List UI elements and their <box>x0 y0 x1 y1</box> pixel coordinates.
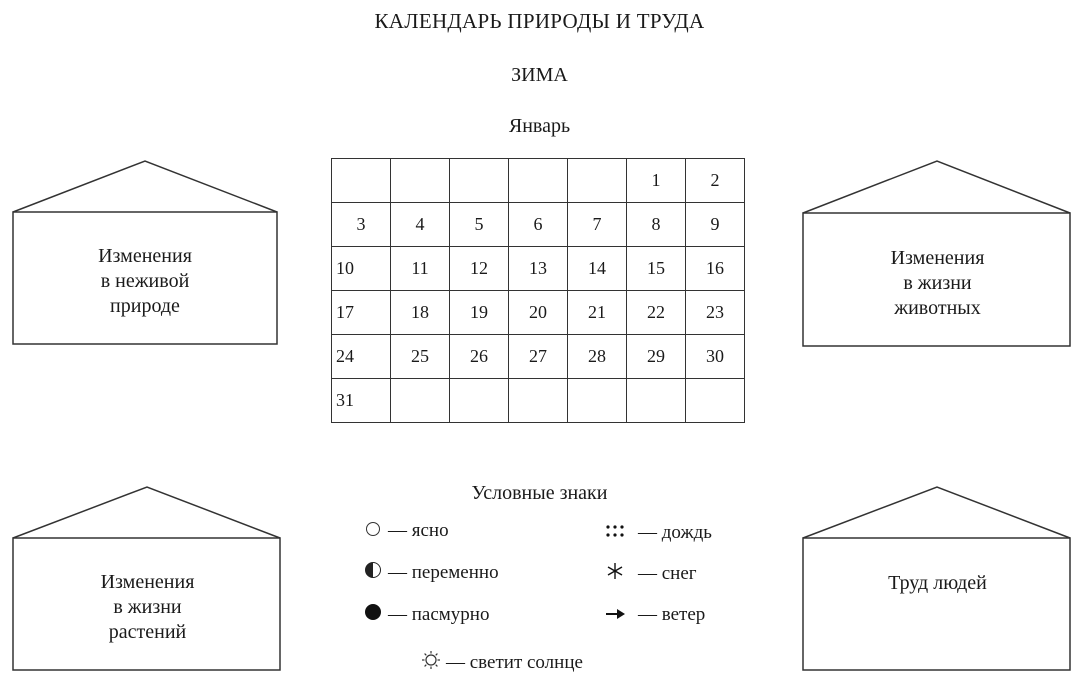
calendar-day-cell: 23 <box>685 290 745 335</box>
calendar-day-cell: 2 <box>685 158 745 203</box>
calendar-week-row: 31 <box>331 378 745 423</box>
calendar-day-cell <box>626 378 686 423</box>
calendar-day-cell <box>449 378 509 423</box>
calendar-day-cell: 14 <box>567 246 627 291</box>
legend-label: — снег <box>638 563 697 584</box>
calendar-day-cell <box>390 378 450 423</box>
calendar-day-cell: 20 <box>508 290 568 335</box>
calendar-day-cell: 3 <box>331 202 391 247</box>
house-label: Изменения в неживой природе <box>98 245 192 317</box>
sun-outline-icon <box>420 650 442 676</box>
legend-label: — ветер <box>638 604 706 625</box>
house-label: Изменения в жизни животных <box>890 247 985 319</box>
calendar-day-cell <box>567 158 627 203</box>
calendar-day-cell: 22 <box>626 290 686 335</box>
calendar-day-cell: 11 <box>390 246 450 291</box>
asterisk-icon <box>604 562 626 586</box>
legend-label: — ясно <box>388 520 449 541</box>
calendar-day-cell: 24 <box>331 334 391 379</box>
calendar-day-cell: 15 <box>626 246 686 291</box>
calendar-day-cell: 27 <box>508 334 568 379</box>
house-outline <box>12 486 281 671</box>
half-circle-icon <box>362 562 384 584</box>
season-heading: ЗИМА <box>511 64 568 86</box>
calendar-day-cell <box>449 158 509 203</box>
page-title: КАЛЕНДАРЬ ПРИРОДЫ И ТРУДА <box>374 9 705 33</box>
calendar-day-cell: 26 <box>449 334 509 379</box>
legend-label: — светит солнце <box>446 652 583 673</box>
calendar-day-cell <box>331 158 391 203</box>
dotted-rain-icon <box>604 522 626 544</box>
calendar-day-cell <box>508 378 568 423</box>
house-outline <box>12 160 278 345</box>
house-human-work: Труд людей <box>800 484 1075 674</box>
calendar-day-cell: 1 <box>626 158 686 203</box>
calendar-day-cell: 6 <box>508 202 568 247</box>
calendar-day-cell <box>567 378 627 423</box>
calendar-day-cell: 12 <box>449 246 509 291</box>
house-label: Труд людей <box>888 572 987 594</box>
legend-snow: — снег <box>604 562 697 586</box>
calendar-day-cell: 31 <box>331 378 391 423</box>
calendar-day-cell: 18 <box>390 290 450 335</box>
calendar-day-cell: 30 <box>685 334 745 379</box>
legend-sun: — светит солнце <box>420 650 583 676</box>
calendar-day-cell <box>390 158 450 203</box>
calendar-day-cell: 29 <box>626 334 686 379</box>
legend-wind: — ветер <box>604 604 705 626</box>
calendar-day-cell: 13 <box>508 246 568 291</box>
calendar-day-cell: 19 <box>449 290 509 335</box>
calendar-day-cell: 28 <box>567 334 627 379</box>
calendar-day-cell: 25 <box>390 334 450 379</box>
legend-label: — дождь <box>638 522 712 543</box>
calendar-day-cell: 10 <box>331 246 391 291</box>
calendar-day-cell: 9 <box>685 202 745 247</box>
month-heading: Январь <box>508 115 571 137</box>
arrow-icon <box>604 604 626 626</box>
house-plant-life: Изменения в жизни растений <box>10 484 285 674</box>
legend-label: — пасмурно <box>388 604 490 625</box>
house-animal-life: Изменения в жизни животных <box>800 158 1075 350</box>
clear-circle-icon <box>362 520 384 542</box>
house-nonliving-nature: Изменения в неживой природе <box>10 158 280 348</box>
calendar-day-cell: 16 <box>685 246 745 291</box>
legend-clear: — ясно <box>362 520 449 542</box>
calendar-day-cell <box>685 378 745 423</box>
calendar-day-cell: 4 <box>390 202 450 247</box>
calendar-day-cell: 5 <box>449 202 509 247</box>
calendar-day-cell: 17 <box>331 290 391 335</box>
calendar-day-cell: 21 <box>567 290 627 335</box>
legend-rain: — дождь <box>604 522 712 544</box>
filled-circle-icon <box>362 604 384 626</box>
house-label: Изменения в жизни растений <box>100 571 195 643</box>
legend-label: — переменно <box>388 562 499 583</box>
legend-cloudy: — пасмурно <box>362 604 489 626</box>
legend-variable: — переменно <box>362 562 499 584</box>
calendar-day-cell: 8 <box>626 202 686 247</box>
calendar-day-cell: 7 <box>567 202 627 247</box>
house-outline <box>802 160 1071 347</box>
calendar-day-cell <box>508 158 568 203</box>
legend-title: Условные знаки <box>471 482 608 504</box>
house-outline <box>802 486 1071 671</box>
